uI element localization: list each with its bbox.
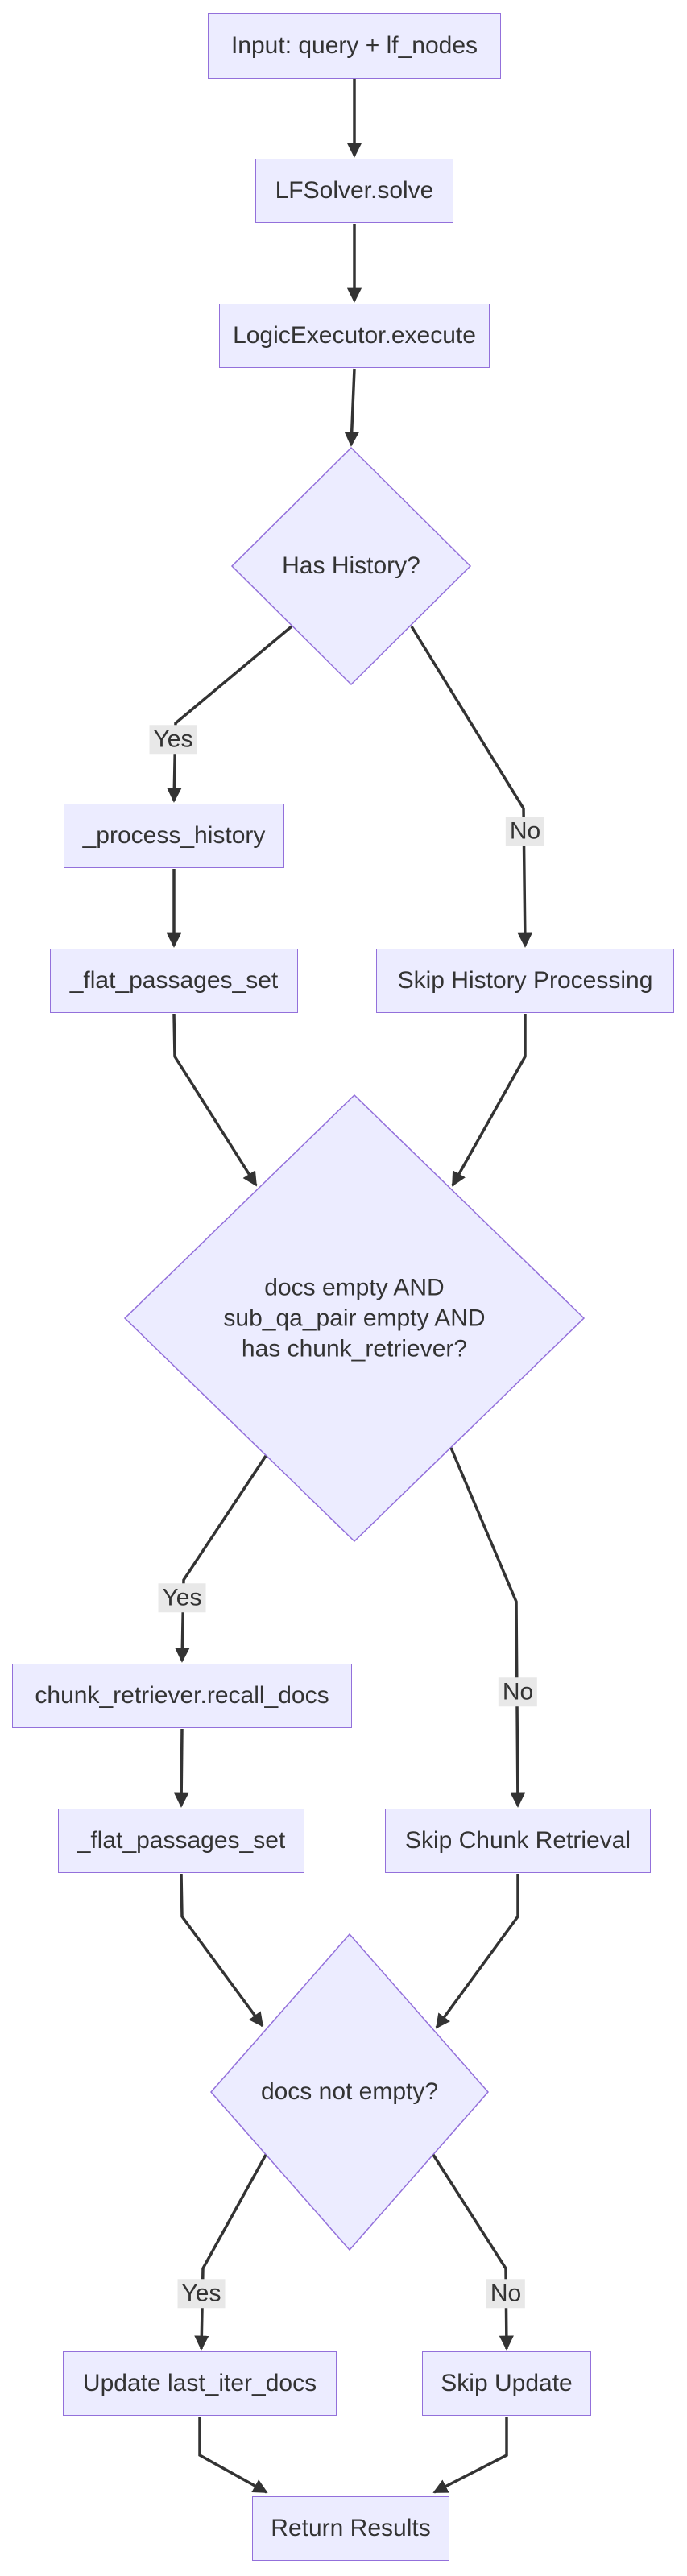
decision-docs-empty-shape (123, 1094, 586, 1543)
node-flat-passages-set-1: _flat_passages_set (50, 949, 298, 1013)
node-logic-executor: LogicExecutor.execute (219, 304, 490, 368)
edge-docsnotempty-no-to-skipupdate (432, 2154, 514, 2351)
edge-docsempty-no-to-skipchunk (449, 1447, 525, 1808)
node-skip-chunk-retrieval-label: Skip Chunk Retrieval (404, 1827, 631, 1854)
edge-label-yes-1: Yes (149, 725, 197, 754)
edge-hashistory-no-to-skiphistory (410, 626, 532, 948)
decision-docs-not-empty-shape (210, 1933, 489, 2251)
node-process-history: _process_history (64, 804, 284, 868)
node-lfsolver-label: LFSolver.solve (275, 177, 434, 204)
node-skip-update: Skip Update (422, 2351, 591, 2416)
decision-has-history-label: Has History? (282, 552, 420, 580)
node-return-results: Return Results (252, 2496, 449, 2561)
node-chunk-retriever-recall-docs: chunk_retriever.recall_docs (12, 1664, 352, 1728)
edge-skiphistory-to-docsempty (451, 1014, 527, 1187)
node-process-history-label: _process_history (82, 822, 266, 849)
node-flat-passages-set-2: _flat_passages_set (58, 1809, 304, 1873)
edge-label-yes-3: Yes (177, 2279, 226, 2308)
node-logic-executor-label: LogicExecutor.execute (233, 322, 476, 349)
edge-chunkretriever-to-flatpassages2 (174, 1728, 189, 1808)
node-flat-passages-set-1-label: _flat_passages_set (69, 967, 279, 994)
node-input-label: Input: query + lf_nodes (230, 32, 478, 59)
node-update-last-iter-docs-label: Update last_iter_docs (82, 2370, 317, 2396)
decision-has-history-shape (230, 446, 472, 686)
edge-update-to-return (198, 2417, 268, 2494)
node-flat-passages-set-2-label: _flat_passages_set (77, 1827, 286, 1854)
node-skip-chunk-retrieval: Skip Chunk Retrieval (385, 1809, 651, 1873)
edge-skipchunk-to-docsnotempty (435, 1874, 519, 2029)
node-update-last-iter-docs: Update last_iter_docs (63, 2351, 337, 2416)
node-skip-history-processing: Skip History Processing (376, 949, 674, 1013)
edge-logicexecutor-to-hashistory (344, 368, 359, 447)
edge-label-no-2: No (498, 1677, 538, 1706)
edge-hashistory-yes-to-processhistory (167, 625, 293, 803)
edge-docsnotempty-yes-to-update (194, 2154, 267, 2351)
edge-flatpassages2-to-docsnotempty (180, 1873, 264, 2028)
edge-skipupdate-to-return (432, 2417, 508, 2494)
node-skip-history-processing-label: Skip History Processing (397, 967, 653, 994)
edge-docsempty-yes-to-chunkretriever (175, 1455, 267, 1663)
edge-flatpassages1-to-docsempty (172, 1013, 258, 1187)
node-lfsolver: LFSolver.solve (255, 159, 453, 223)
edge-label-no-1: No (505, 817, 545, 846)
node-chunk-retriever-recall-docs-label: chunk_retriever.recall_docs (35, 1682, 329, 1709)
decision-docs-empty-label: docs empty AND sub_qa_pair empty AND has… (223, 1274, 486, 1362)
node-input: Input: query + lf_nodes (208, 13, 501, 79)
node-return-results-label: Return Results (271, 2515, 431, 2541)
node-skip-update-label: Skip Update (441, 2370, 573, 2396)
edge-label-no-3: No (486, 2279, 526, 2308)
decision-docs-not-empty-label: docs not empty? (260, 2078, 439, 2106)
edge-label-yes-2: Yes (158, 1583, 206, 1612)
